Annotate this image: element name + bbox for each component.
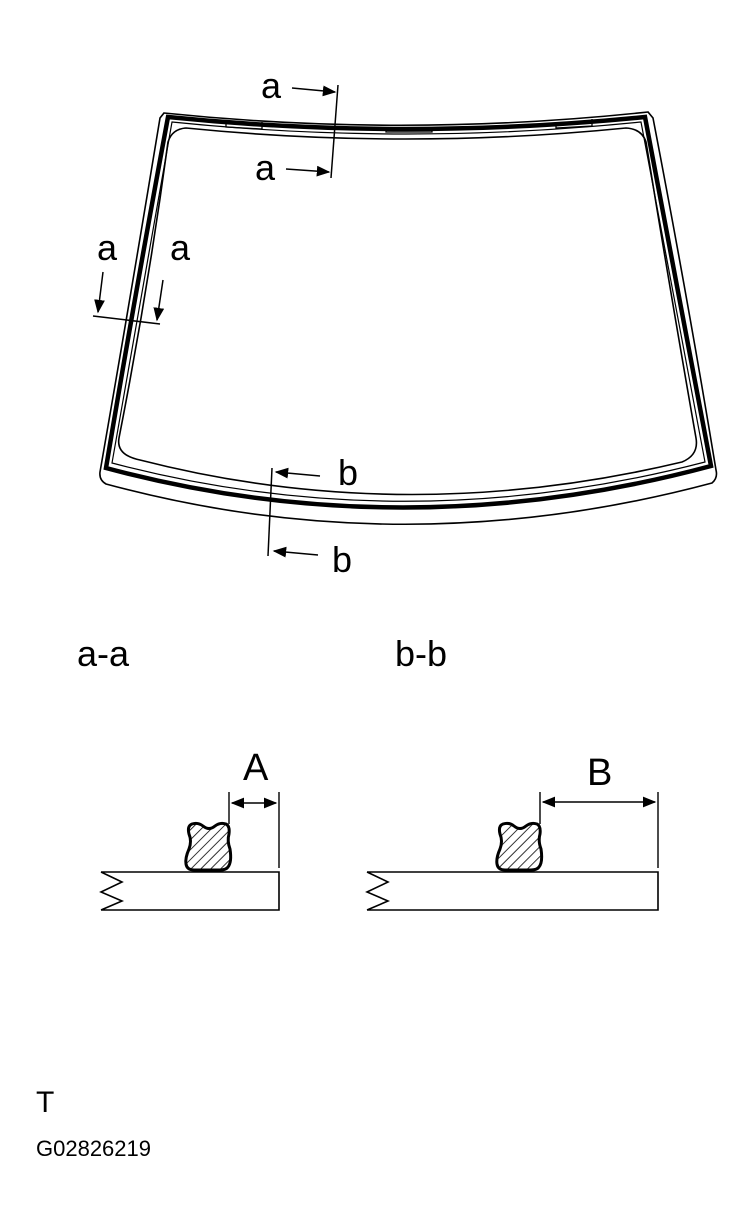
section-a-detail [99,792,280,911]
adhesive-bead [103,114,714,510]
cut-arrow-a-top-lower [285,165,331,177]
cut-label-bottom-upper: b [338,452,358,493]
section-b-detail [365,792,659,911]
windshield-glass [99,111,718,526]
section-b-title: b-b [395,633,447,674]
cut-arrow-b-lower [272,546,319,558]
cut-label-top-upper: a [261,65,282,106]
section-cut-a-top [285,84,339,179]
top-bracket-center [385,128,433,133]
cut-label-left-2: a [170,227,191,268]
cut-line-a-top [330,84,339,179]
section-a-title: a-a [77,633,130,674]
section-cut-b-bottom [267,467,321,558]
cut-arrow-a-top-upper [291,85,337,97]
figure-code: G02826219 [36,1136,151,1161]
cut-arrow-a-left-1 [94,271,105,314]
top-bracket-right [555,119,593,129]
cut-label-bottom-lower: b [332,539,352,580]
section-b-bead [495,821,544,872]
cut-line-b-bottom [267,467,273,557]
bead-inner-edge [111,121,706,502]
cut-label-left-1: a [97,227,118,268]
cut-arrow-a-left-2 [153,279,165,322]
cut-label-top-lower: a [255,147,276,188]
top-bracket-left [225,120,263,130]
section-b-dimension-label: B [587,752,612,794]
corner-mark: T [36,1086,54,1119]
section-a-glass-edge [99,871,280,911]
cut-line-a-left [92,315,161,325]
section-b-glass-edge [365,871,659,911]
section-cut-a-left [92,271,165,325]
section-a-bead [184,821,233,872]
section-a-dimension-label: A [243,747,269,789]
cut-arrow-b-upper [274,467,321,479]
inner-visible-area [117,127,698,496]
glass-outer-edge [99,111,718,526]
